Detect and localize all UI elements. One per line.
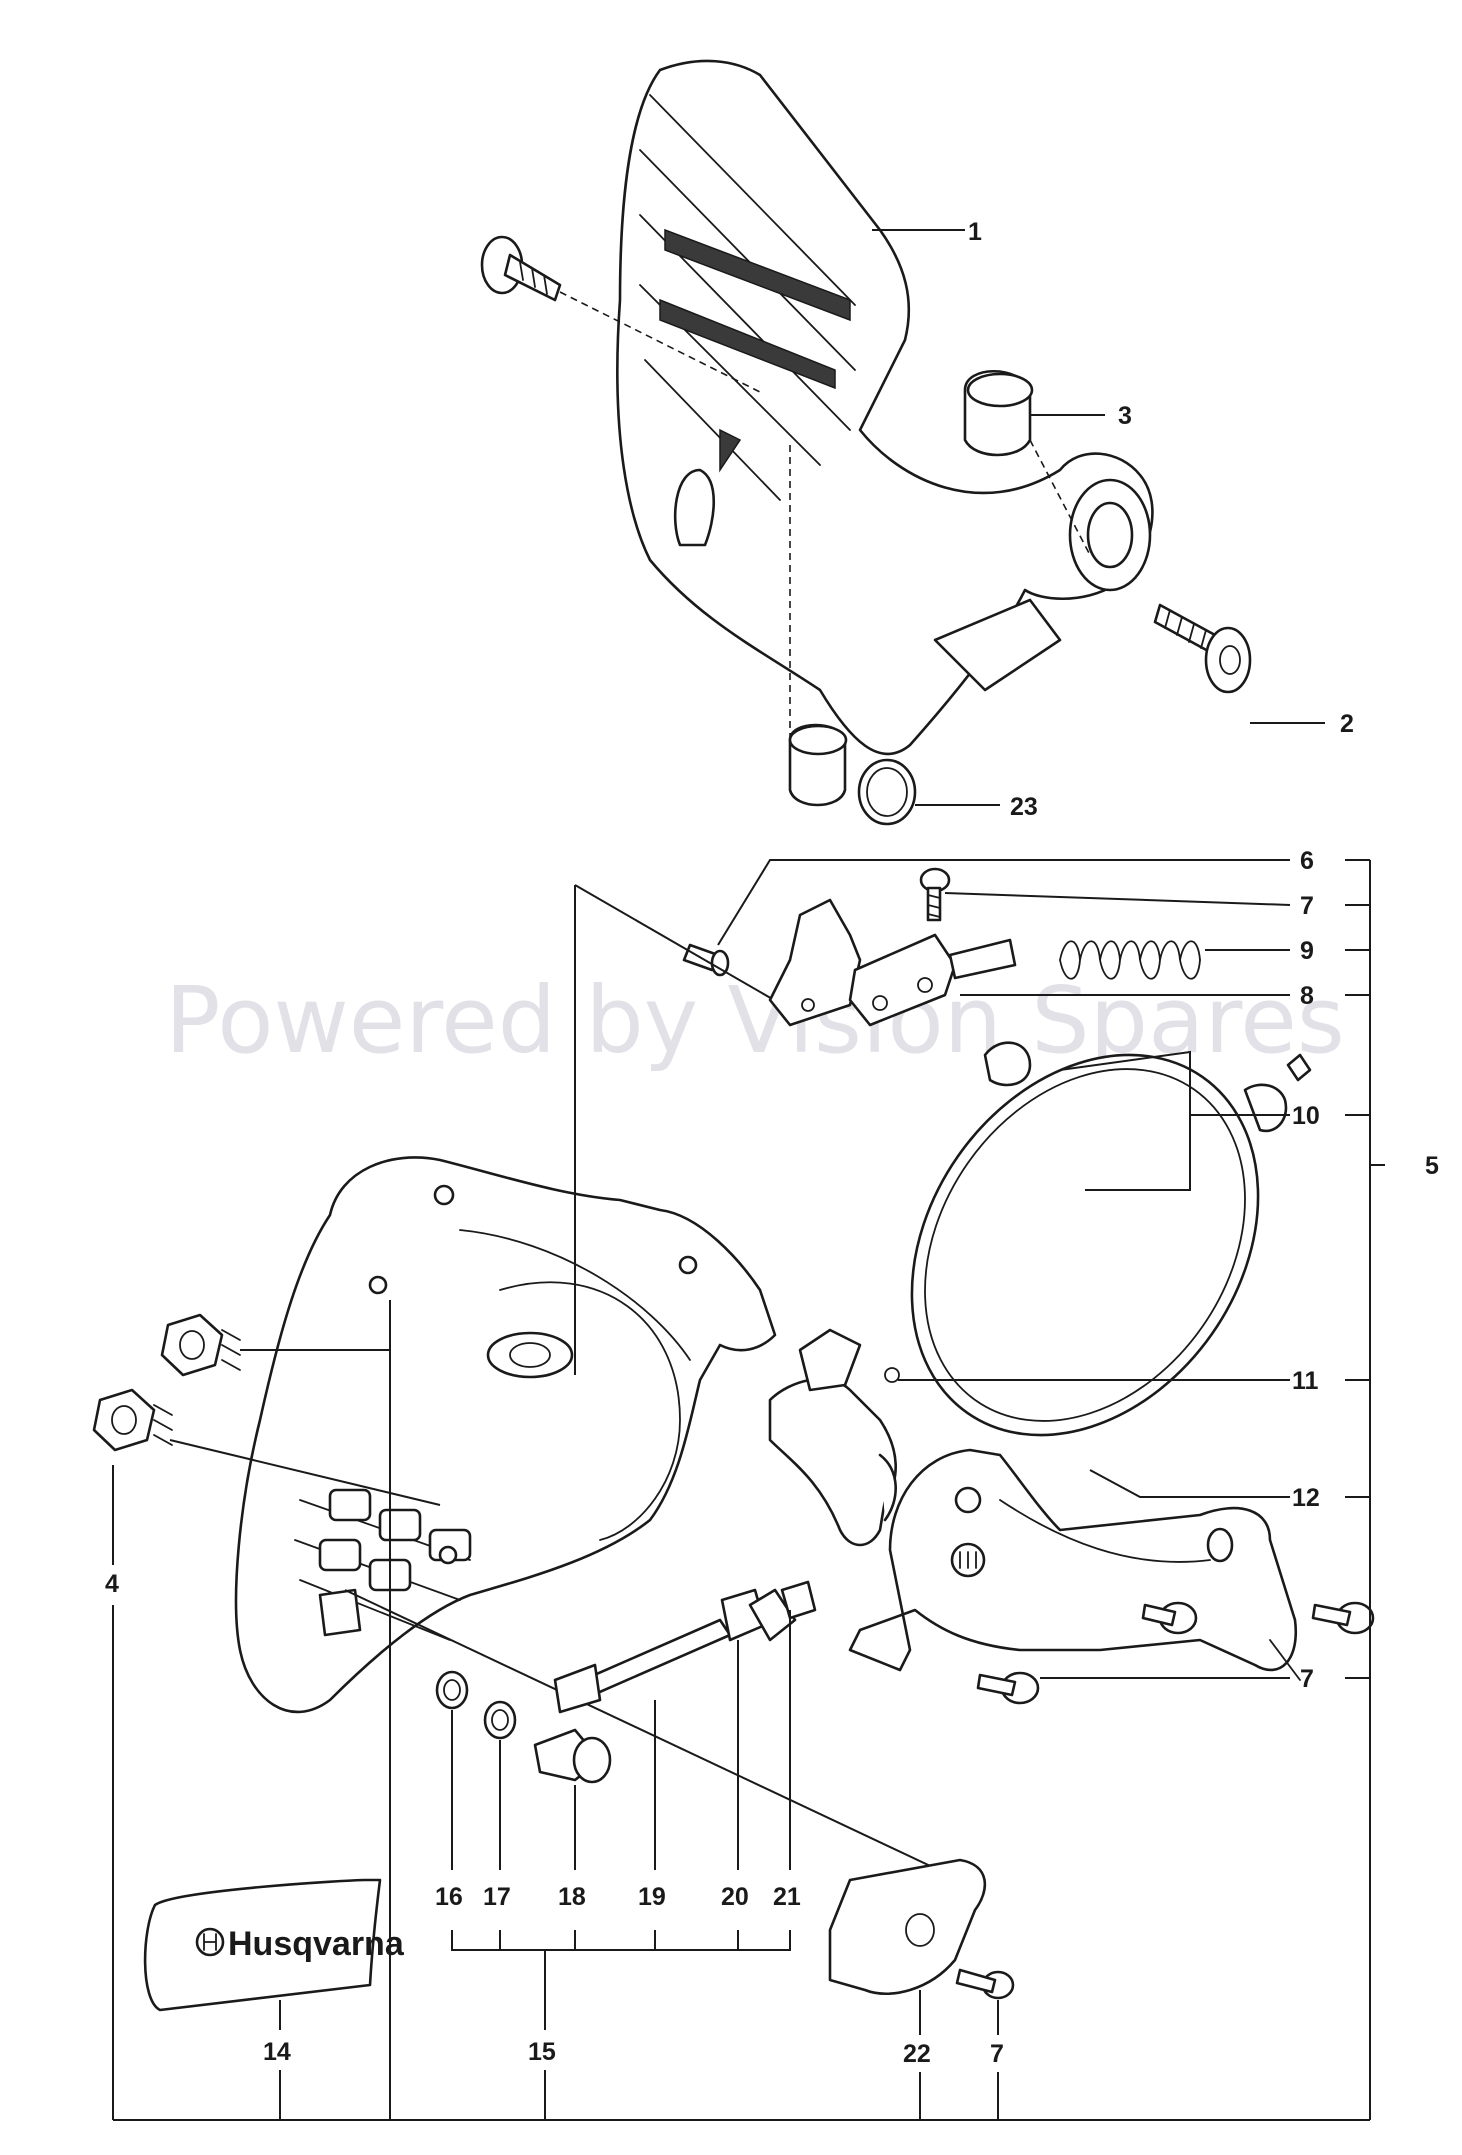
- screw-7-top: [919, 867, 951, 922]
- screw-7-housing: [976, 1601, 1375, 1705]
- callout-2: 2: [1340, 710, 1354, 738]
- callout-21: 21: [773, 1883, 801, 1911]
- callout-11: 11: [1292, 1367, 1319, 1395]
- callout-18: 18: [558, 1883, 586, 1911]
- callout-23: 23: [1010, 793, 1038, 821]
- callout-14: 14: [263, 2038, 291, 2066]
- chain-catcher-11: [768, 1328, 900, 1547]
- pin-6: [574, 884, 801, 1016]
- brake-housing-12: [848, 1448, 1301, 1681]
- callout-6: 6: [1300, 847, 1314, 875]
- brake-lever-8: [768, 898, 1017, 1027]
- husqvarna-decal: Husqvarna: [143, 1878, 405, 2012]
- callout-20: 20: [721, 1883, 749, 1911]
- hand-guard-part: [616, 59, 1154, 756]
- guard-screw-right: [1153, 603, 1252, 694]
- callout-16: 16: [435, 1883, 463, 1911]
- callout-7-bottom: 7: [990, 2040, 1004, 2068]
- bushing-3: [963, 370, 1091, 556]
- callout-22: 22: [903, 2040, 931, 2068]
- brake-band-10: [910, 1041, 1312, 1437]
- callout-17: 17: [483, 1883, 511, 1911]
- callout-7-housing: 7: [1300, 1665, 1314, 1693]
- callout-1: 1: [968, 218, 982, 246]
- guard-screw-left: [480, 235, 761, 393]
- nut-4: [92, 1313, 441, 1506]
- callout-labels: 1 3 2 23 6 7 9 8 10 5 11 12 7 4 16 17 18…: [105, 218, 1439, 2068]
- callout-19: 19: [638, 1883, 666, 1911]
- callout-8: 8: [1300, 982, 1314, 1010]
- callout-7-top: 7: [1300, 892, 1314, 920]
- callout-15: 15: [528, 2038, 556, 2066]
- bushing-washer-23: [788, 440, 917, 826]
- chain-tensioner-group: [344, 1580, 961, 1881]
- husqvarna-logo-text: Husqvarna: [228, 1925, 405, 1963]
- spring-9: [1059, 940, 1201, 980]
- callout-10: 10: [1292, 1102, 1320, 1130]
- watermark: Powered by Vision Spares: [165, 967, 1345, 1074]
- bar-cover-22: [828, 1858, 1015, 2000]
- callout-9: 9: [1300, 937, 1314, 965]
- callout-12: 12: [1292, 1484, 1320, 1512]
- callout-4: 4: [105, 1570, 119, 1598]
- leader-lines: [112, 229, 1385, 2121]
- clutch-cover-housing: [234, 885, 777, 1714]
- callout-5: 5: [1425, 1152, 1439, 1180]
- callout-3: 3: [1118, 402, 1132, 430]
